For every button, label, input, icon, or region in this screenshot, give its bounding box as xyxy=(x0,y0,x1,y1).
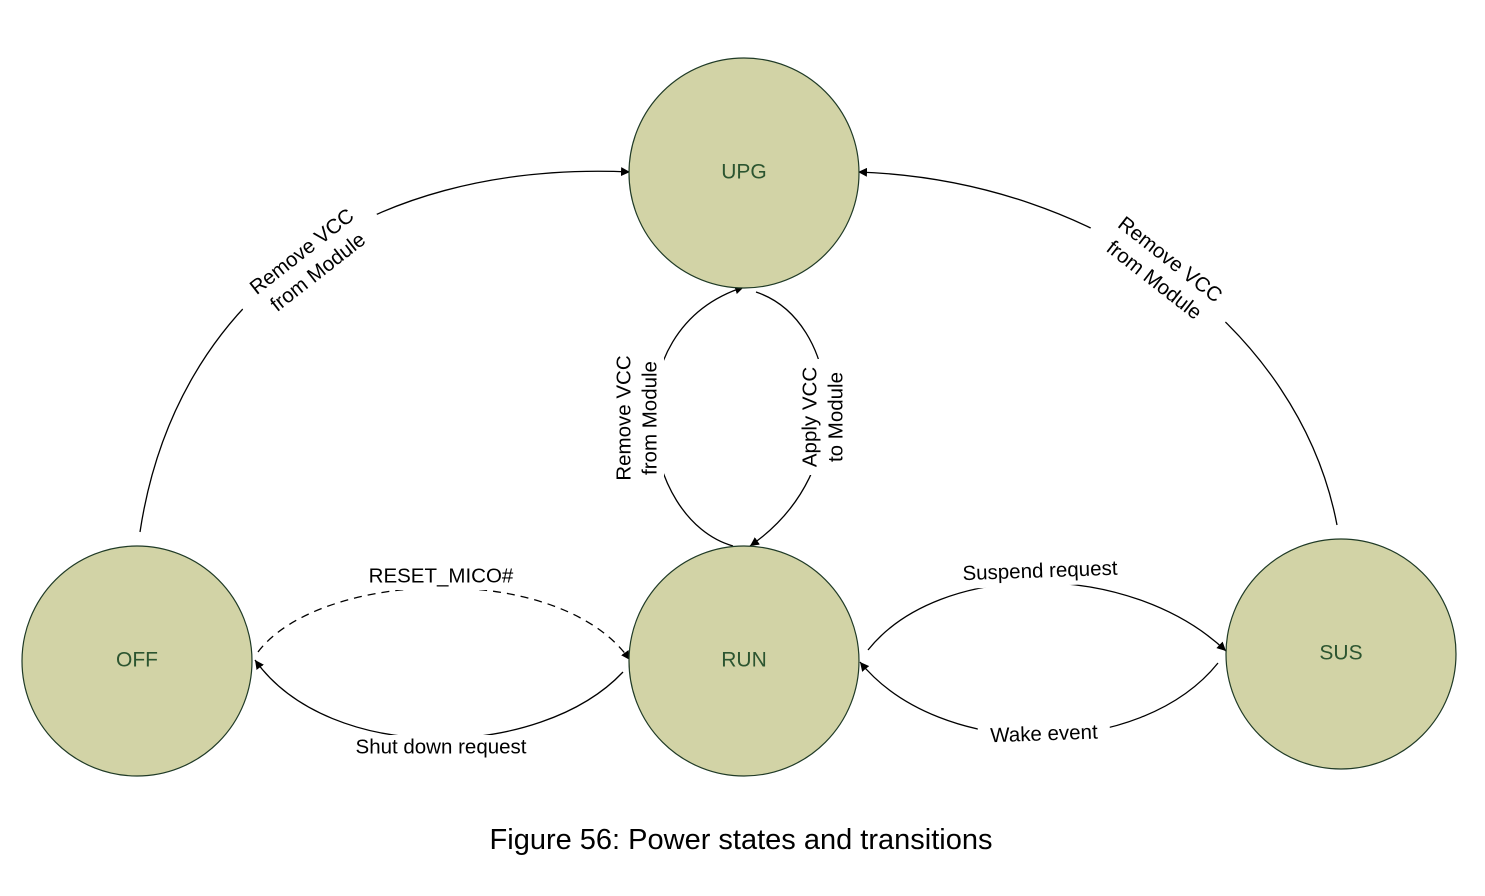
figure-caption: Figure 56: Power states and transitions xyxy=(490,824,993,856)
state-off-label: OFF xyxy=(116,649,158,672)
state-sus: SUS xyxy=(1225,538,1457,770)
state-sus-label: SUS xyxy=(1319,642,1362,665)
edge-run-to-sus xyxy=(867,582,1227,652)
label-upg-to-run-line1: Apply VCC xyxy=(798,367,821,467)
edge-run-to-upg xyxy=(652,285,745,547)
label-off-to-run: RESET_MICO# xyxy=(362,564,520,590)
label-off-to-run-text: RESET_MICO# xyxy=(369,564,514,587)
label-upg-to-run-line2: to Module xyxy=(824,372,847,462)
state-run-label: RUN xyxy=(721,649,767,672)
edge-off-to-run xyxy=(257,587,631,661)
label-off-to-upg: Remove VCC from Module xyxy=(229,191,391,333)
label-sus-to-upg: Remove VCC from Module xyxy=(1081,199,1243,341)
state-run: RUN xyxy=(628,545,860,777)
label-run-to-upg-line1: Remove VCC xyxy=(612,355,635,481)
state-upg-label: UPG xyxy=(721,161,767,184)
label-run-to-off: Shut down request xyxy=(336,735,546,761)
label-upg-to-run: Apply VCC to Module xyxy=(798,359,850,475)
label-run-to-upg-line2: from Module xyxy=(638,361,661,475)
label-run-to-sus: Suspend request xyxy=(947,554,1133,590)
edge-run-to-off xyxy=(254,659,624,740)
label-run-to-upg: Remove VCC from Module xyxy=(612,346,664,490)
state-off: OFF xyxy=(21,545,253,777)
label-run-to-sus-text: Suspend request xyxy=(962,557,1118,585)
label-run-to-off-text: Shut down request xyxy=(356,735,527,758)
state-upg: UPG xyxy=(628,57,860,289)
label-sus-to-run-text: Wake event xyxy=(990,721,1099,748)
label-sus-to-run: Wake event xyxy=(977,718,1111,752)
